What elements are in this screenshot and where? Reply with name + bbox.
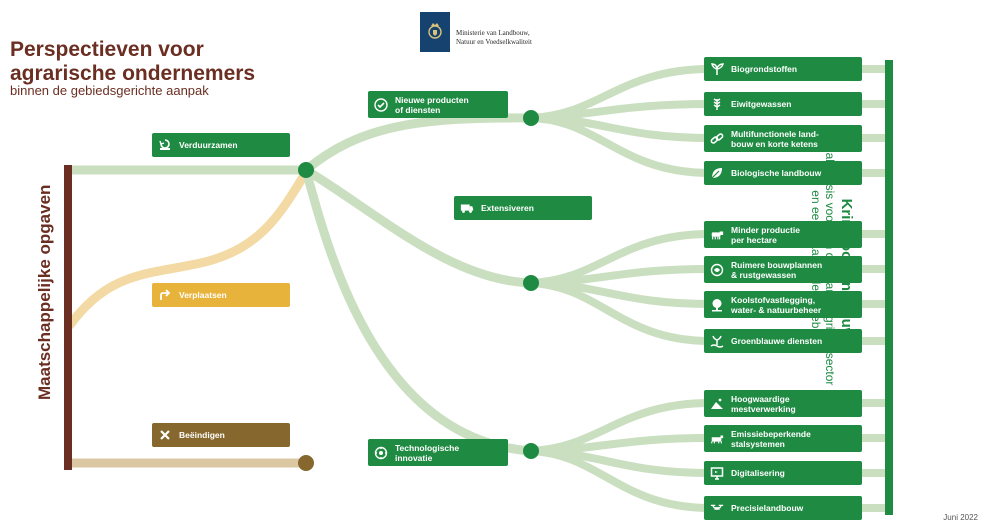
hub-node-3	[523, 443, 539, 459]
monitor-icon	[710, 466, 724, 480]
outcome-label-line2: stalsystemen	[731, 438, 785, 449]
page-subtitle: binnen de gebiedsgerichte aanpak	[10, 83, 209, 98]
option-label: Extensiveren	[481, 203, 534, 213]
barn-icon	[710, 432, 724, 446]
option-label: Beëindigen	[179, 430, 225, 440]
outcome-label: Biogrondstoffen	[731, 64, 798, 74]
checkmark-badge-icon	[374, 97, 388, 112]
cow-icon	[710, 228, 724, 242]
main-hub-node	[298, 162, 314, 178]
option-label: Verduurzamen	[179, 140, 238, 150]
outcome-koolstofvastlegging[interactable]: Koolstofvastlegging,water- & natuurbehee…	[704, 291, 862, 318]
date-label: Juni 2022	[943, 513, 978, 522]
arrow-turn-icon	[158, 288, 172, 302]
gear-circuit-icon	[374, 446, 388, 460]
outcome-biogrondstoffen[interactable]: Biogrondstoffen	[704, 57, 862, 81]
royal-coat-of-arms-icon	[420, 12, 450, 52]
left-trunk-bar	[64, 165, 72, 470]
outcome-biologische-landbouw[interactable]: Biologische landbouw	[704, 161, 862, 185]
outcome-label-line1: Hoogwaardige	[731, 393, 790, 404]
page-title-line1: Perspectieven voor	[10, 38, 204, 61]
outcome-label-line1: Multifunctionele land-	[731, 128, 819, 139]
crop-cycle-icon	[710, 263, 724, 277]
manure-pile-icon	[710, 397, 724, 411]
outcome-label-line2: & rustgewassen	[731, 269, 797, 280]
hub-node-1	[523, 110, 539, 126]
left-axis-label: Maatschappelijke opgaven	[35, 184, 54, 400]
option-label-line2: innovatie	[395, 452, 433, 463]
drone-icon	[710, 501, 724, 515]
outcome-label-line1: Ruimere bouwplannen	[731, 259, 823, 270]
outcome-label-line2: per hectare	[731, 234, 777, 245]
option-verplaatsen[interactable]: Verplaatsen	[152, 283, 290, 307]
outcome-label: Digitalisering	[731, 468, 785, 478]
outcome-label: Precisielandbouw	[731, 503, 804, 513]
chain-link-icon	[710, 132, 724, 146]
end-node-beeindigen	[298, 455, 314, 471]
outcome-digitalisering[interactable]: Digitalisering	[704, 461, 862, 485]
outcome-label-line1: Koolstofvastlegging,	[731, 294, 816, 305]
plant-water-icon	[710, 334, 724, 348]
outcome-label-line1: Minder productie	[731, 224, 800, 235]
outcome-precisielandbouw[interactable]: Precisielandbouw	[704, 496, 862, 520]
outcome-label-line2: bouw en korte ketens	[731, 138, 818, 149]
option-beeindigen[interactable]: Beëindigen	[152, 423, 290, 447]
right-kringloop-bar	[885, 60, 893, 515]
ministry-name: Ministerie van Landbouw, Natuur en Voeds…	[456, 29, 532, 47]
hub-node-2	[523, 275, 539, 291]
option-label: Verplaatsen	[179, 290, 227, 300]
truck-icon	[460, 201, 474, 215]
leaf-icon	[710, 166, 724, 180]
outcome-multifunctionele-landbouw[interactable]: Multifunctionele land-bouw en korte kete…	[704, 125, 862, 152]
x-mark-icon	[158, 428, 172, 442]
branch-to-hub1	[301, 113, 536, 175]
outcome-label: Eiwitgewassen	[731, 99, 792, 109]
ministry-name-line2: Natuur en Voedselkwaliteit	[456, 38, 532, 46]
outcome-label-line2: water- & natuurbeheer	[731, 304, 822, 315]
outcome-groenblauwe-diensten[interactable]: Groenblauwe diensten	[704, 329, 862, 353]
tree-icon	[710, 298, 724, 312]
option-verduurzamen[interactable]: Verduurzamen	[152, 133, 290, 157]
ministry-name-line1: Ministerie van Landbouw,	[456, 29, 530, 37]
hand-recycle-icon	[158, 138, 172, 152]
outcome-eiwitgewassen[interactable]: Eiwitgewassen	[704, 92, 862, 116]
wheat-icon	[710, 97, 724, 111]
branch-to-hub3	[301, 165, 536, 456]
page-title-line2: agrarische ondernemers	[10, 62, 256, 85]
outcome-ruimere-bouwplannen[interactable]: Ruimere bouwplannen& rustgewassen	[704, 256, 862, 283]
branch-to-hub2	[301, 165, 536, 288]
outcome-label: Groenblauwe diensten	[731, 336, 823, 346]
outcome-label-line1: Emissiebeperkende	[731, 428, 811, 439]
outcome-label: Biologische landbouw	[731, 168, 822, 178]
outcome-label-line2: mestverwerking	[731, 403, 796, 414]
option-label-line1: Technologische	[395, 442, 460, 453]
option-label-line2: of diensten	[395, 104, 441, 115]
option-label-line1: Nieuwe producten	[395, 94, 469, 105]
branch-verplaatsen	[65, 167, 311, 330]
option-extensiveren[interactable]: Extensiveren	[454, 196, 592, 220]
sprout-icon	[710, 62, 724, 76]
